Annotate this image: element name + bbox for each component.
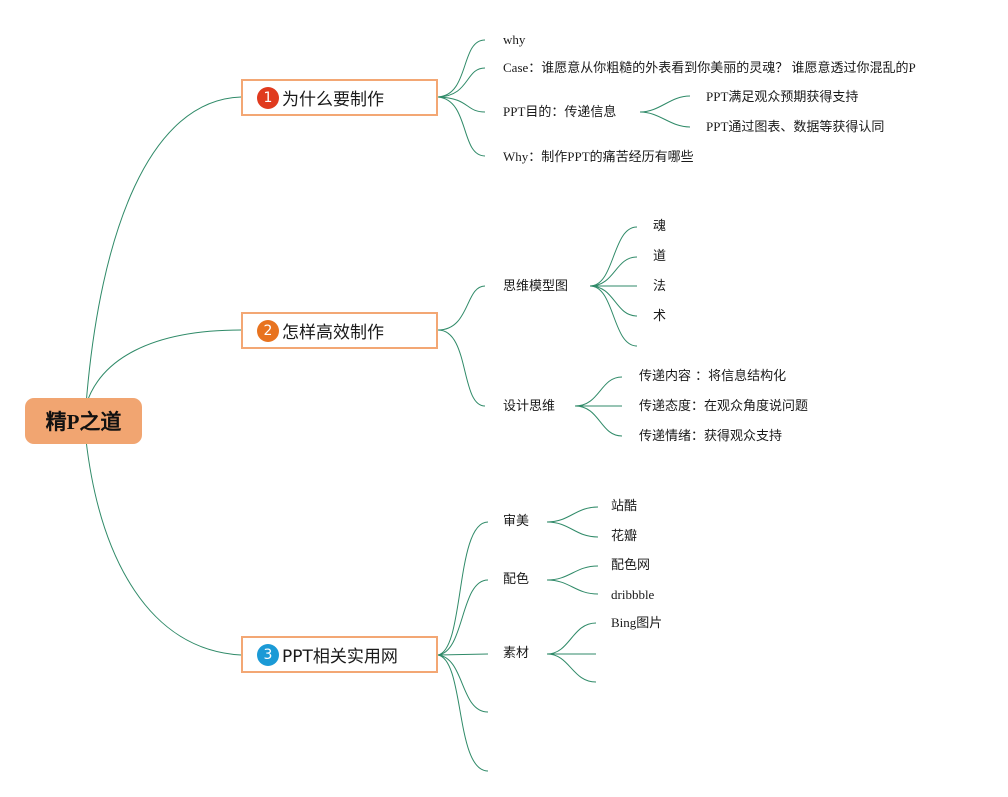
topic-ppt-purpose[interactable]: PPT目的：传递信息 bbox=[503, 104, 617, 119]
number-2-icon: 2 bbox=[257, 319, 279, 342]
connector-root-branch-3 bbox=[85, 439, 242, 656]
topic-thinking-model[interactable]: 思维模型图 bbox=[503, 279, 569, 294]
root-label: 精P之道 bbox=[45, 410, 122, 434]
branch-label-1: 为什么要制作 bbox=[282, 90, 384, 110]
topic-aesthetics[interactable]: 审美 bbox=[503, 514, 530, 529]
connector-root-branch-2 bbox=[85, 329, 242, 406]
topic-material[interactable]: 素材 bbox=[503, 646, 530, 661]
topic-color[interactable]: 配色 bbox=[503, 572, 530, 587]
topic-case[interactable]: Case：谁愿意从你粗糙的外表看到你美丽的灵魂？ 谁愿意透过你混乱的P bbox=[503, 60, 916, 75]
topic-why[interactable]: why bbox=[503, 32, 526, 47]
subtopic-huaban[interactable]: 花瓣 bbox=[611, 529, 638, 544]
subtopic-hun[interactable]: 魂 bbox=[653, 219, 667, 234]
subtopic-color-site[interactable]: 配色网 bbox=[611, 558, 651, 573]
branch-node-3[interactable]: 3 PPT相关实用网 bbox=[241, 636, 438, 673]
number-1-icon: 1 bbox=[257, 86, 279, 109]
subtopic-convey-attitude[interactable]: 传递态度：在观众角度说问题 bbox=[639, 399, 809, 414]
subtopic-convey-emotion[interactable]: 传递情绪：获得观众支持 bbox=[639, 429, 783, 444]
branch-label-3: PPT相关实用网 bbox=[282, 647, 398, 667]
topic-design-thinking[interactable]: 设计思维 bbox=[503, 399, 556, 414]
branch-node-2[interactable]: 2 怎样高效制作 bbox=[241, 312, 438, 349]
subtopic-charts-data[interactable]: PPT通过图表、数据等获得认同 bbox=[706, 119, 885, 134]
topic-why-painful[interactable]: Why：制作PPT的痛苦经历有哪些 bbox=[503, 149, 694, 164]
subtopic-meet-expectation[interactable]: PPT满足观众预期获得支持 bbox=[706, 89, 859, 104]
subtopic-bing-images[interactable]: Bing图片 bbox=[611, 615, 663, 630]
number-3-icon: 3 bbox=[257, 643, 279, 666]
branch-label-2: 怎样高效制作 bbox=[282, 323, 384, 343]
root-node[interactable]: 精P之道 bbox=[25, 398, 142, 444]
subtopic-zcool[interactable]: 站酷 bbox=[611, 499, 638, 514]
branch-node-1[interactable]: 1 为什么要制作 bbox=[241, 79, 438, 116]
subtopic-shu[interactable]: 术 bbox=[653, 309, 667, 324]
subtopic-convey-content[interactable]: 传递内容 ：将信息结构化 bbox=[639, 369, 787, 384]
subtopic-fa[interactable]: 法 bbox=[653, 279, 667, 294]
subtopic-dribbble[interactable]: dribbble bbox=[611, 587, 655, 602]
subtopic-dao[interactable]: 道 bbox=[653, 249, 667, 264]
connector-root-branch-1 bbox=[85, 96, 242, 406]
